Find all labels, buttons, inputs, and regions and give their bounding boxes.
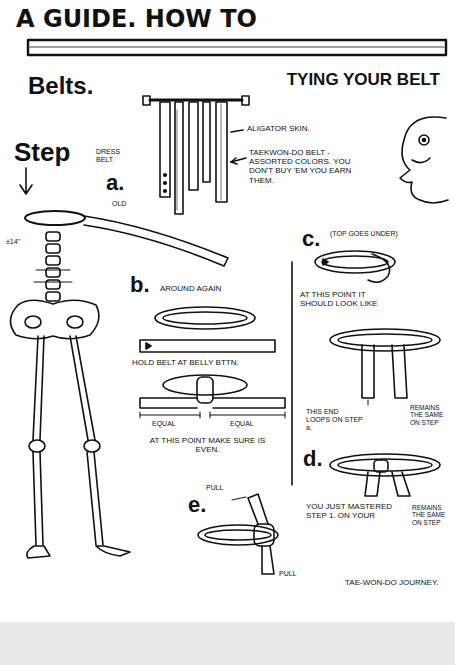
- note: AROUND AGAIN: [160, 284, 221, 293]
- note: HOLD BELT AT BELLY BTTN.: [132, 358, 239, 367]
- note: REMAINS THE SAME ON STEP: [410, 404, 452, 426]
- note: AT THIS POINT IT SHOULD LOOK LIKE: [300, 290, 386, 308]
- part-label: ALIGATOR SKIN.: [247, 124, 310, 133]
- step-letter: b.: [130, 272, 150, 297]
- note: PULL: [279, 570, 297, 578]
- note: (TOP GOES UNDER): [330, 230, 398, 238]
- note: TAE-WON-DO JOURNEY.: [345, 578, 445, 587]
- note: PULL: [206, 484, 224, 492]
- step-letter: c.: [302, 226, 320, 251]
- section-heading: TYING YOUR BELT: [262, 70, 440, 90]
- dimension: EQUAL: [152, 420, 176, 428]
- part-label: DRESS BELT.: [96, 148, 140, 164]
- dimension: EQUAL: [230, 420, 254, 428]
- step-letter: d.: [303, 446, 323, 471]
- step-heading: Step: [14, 138, 70, 168]
- step-letter: a.: [106, 170, 124, 195]
- note: AT THIS POINT MAKE SURE IS EVEN.: [140, 436, 275, 454]
- note: THIS END LOOPS ON STEP a.: [306, 408, 364, 432]
- part-label: OLD: [112, 200, 126, 208]
- section-heading: Belts.: [28, 72, 93, 100]
- step-letter: e.: [188, 492, 206, 517]
- title: A GUIDE. HOW TO: [16, 6, 257, 34]
- dimension: ±14": [6, 238, 20, 246]
- note: YOU JUST MASTERED STEP 1. ON YOUR: [306, 502, 406, 520]
- note: TAEKWON-DO BELT - ASSORTED COLORS. YOU D…: [249, 148, 374, 185]
- note: REMAINS THE SAME ON STEP: [412, 504, 452, 526]
